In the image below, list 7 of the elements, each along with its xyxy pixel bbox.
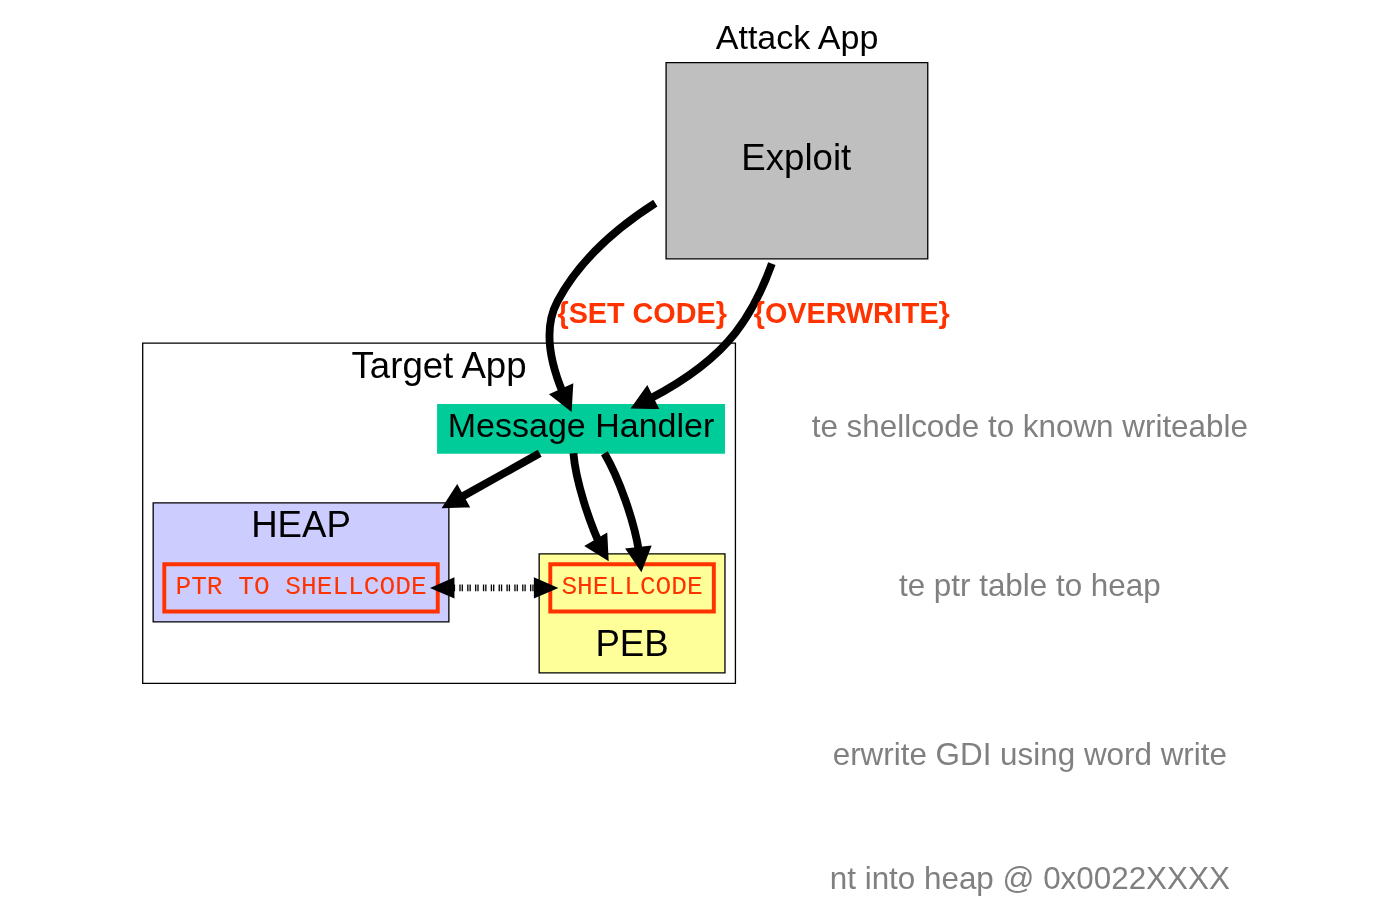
edge-label: {OVERWRITE}: [753, 297, 950, 330]
label: te shellcode to known writeable: [811, 409, 1248, 445]
label: nt into heap @ 0x0022XXXX: [829, 861, 1230, 897]
edge-label: {SET CODE}: [557, 297, 727, 330]
node-label: Attack App: [715, 18, 879, 57]
label: erwrite GDI using word write: [832, 736, 1227, 772]
label: te ptr table to heap: [898, 567, 1161, 603]
